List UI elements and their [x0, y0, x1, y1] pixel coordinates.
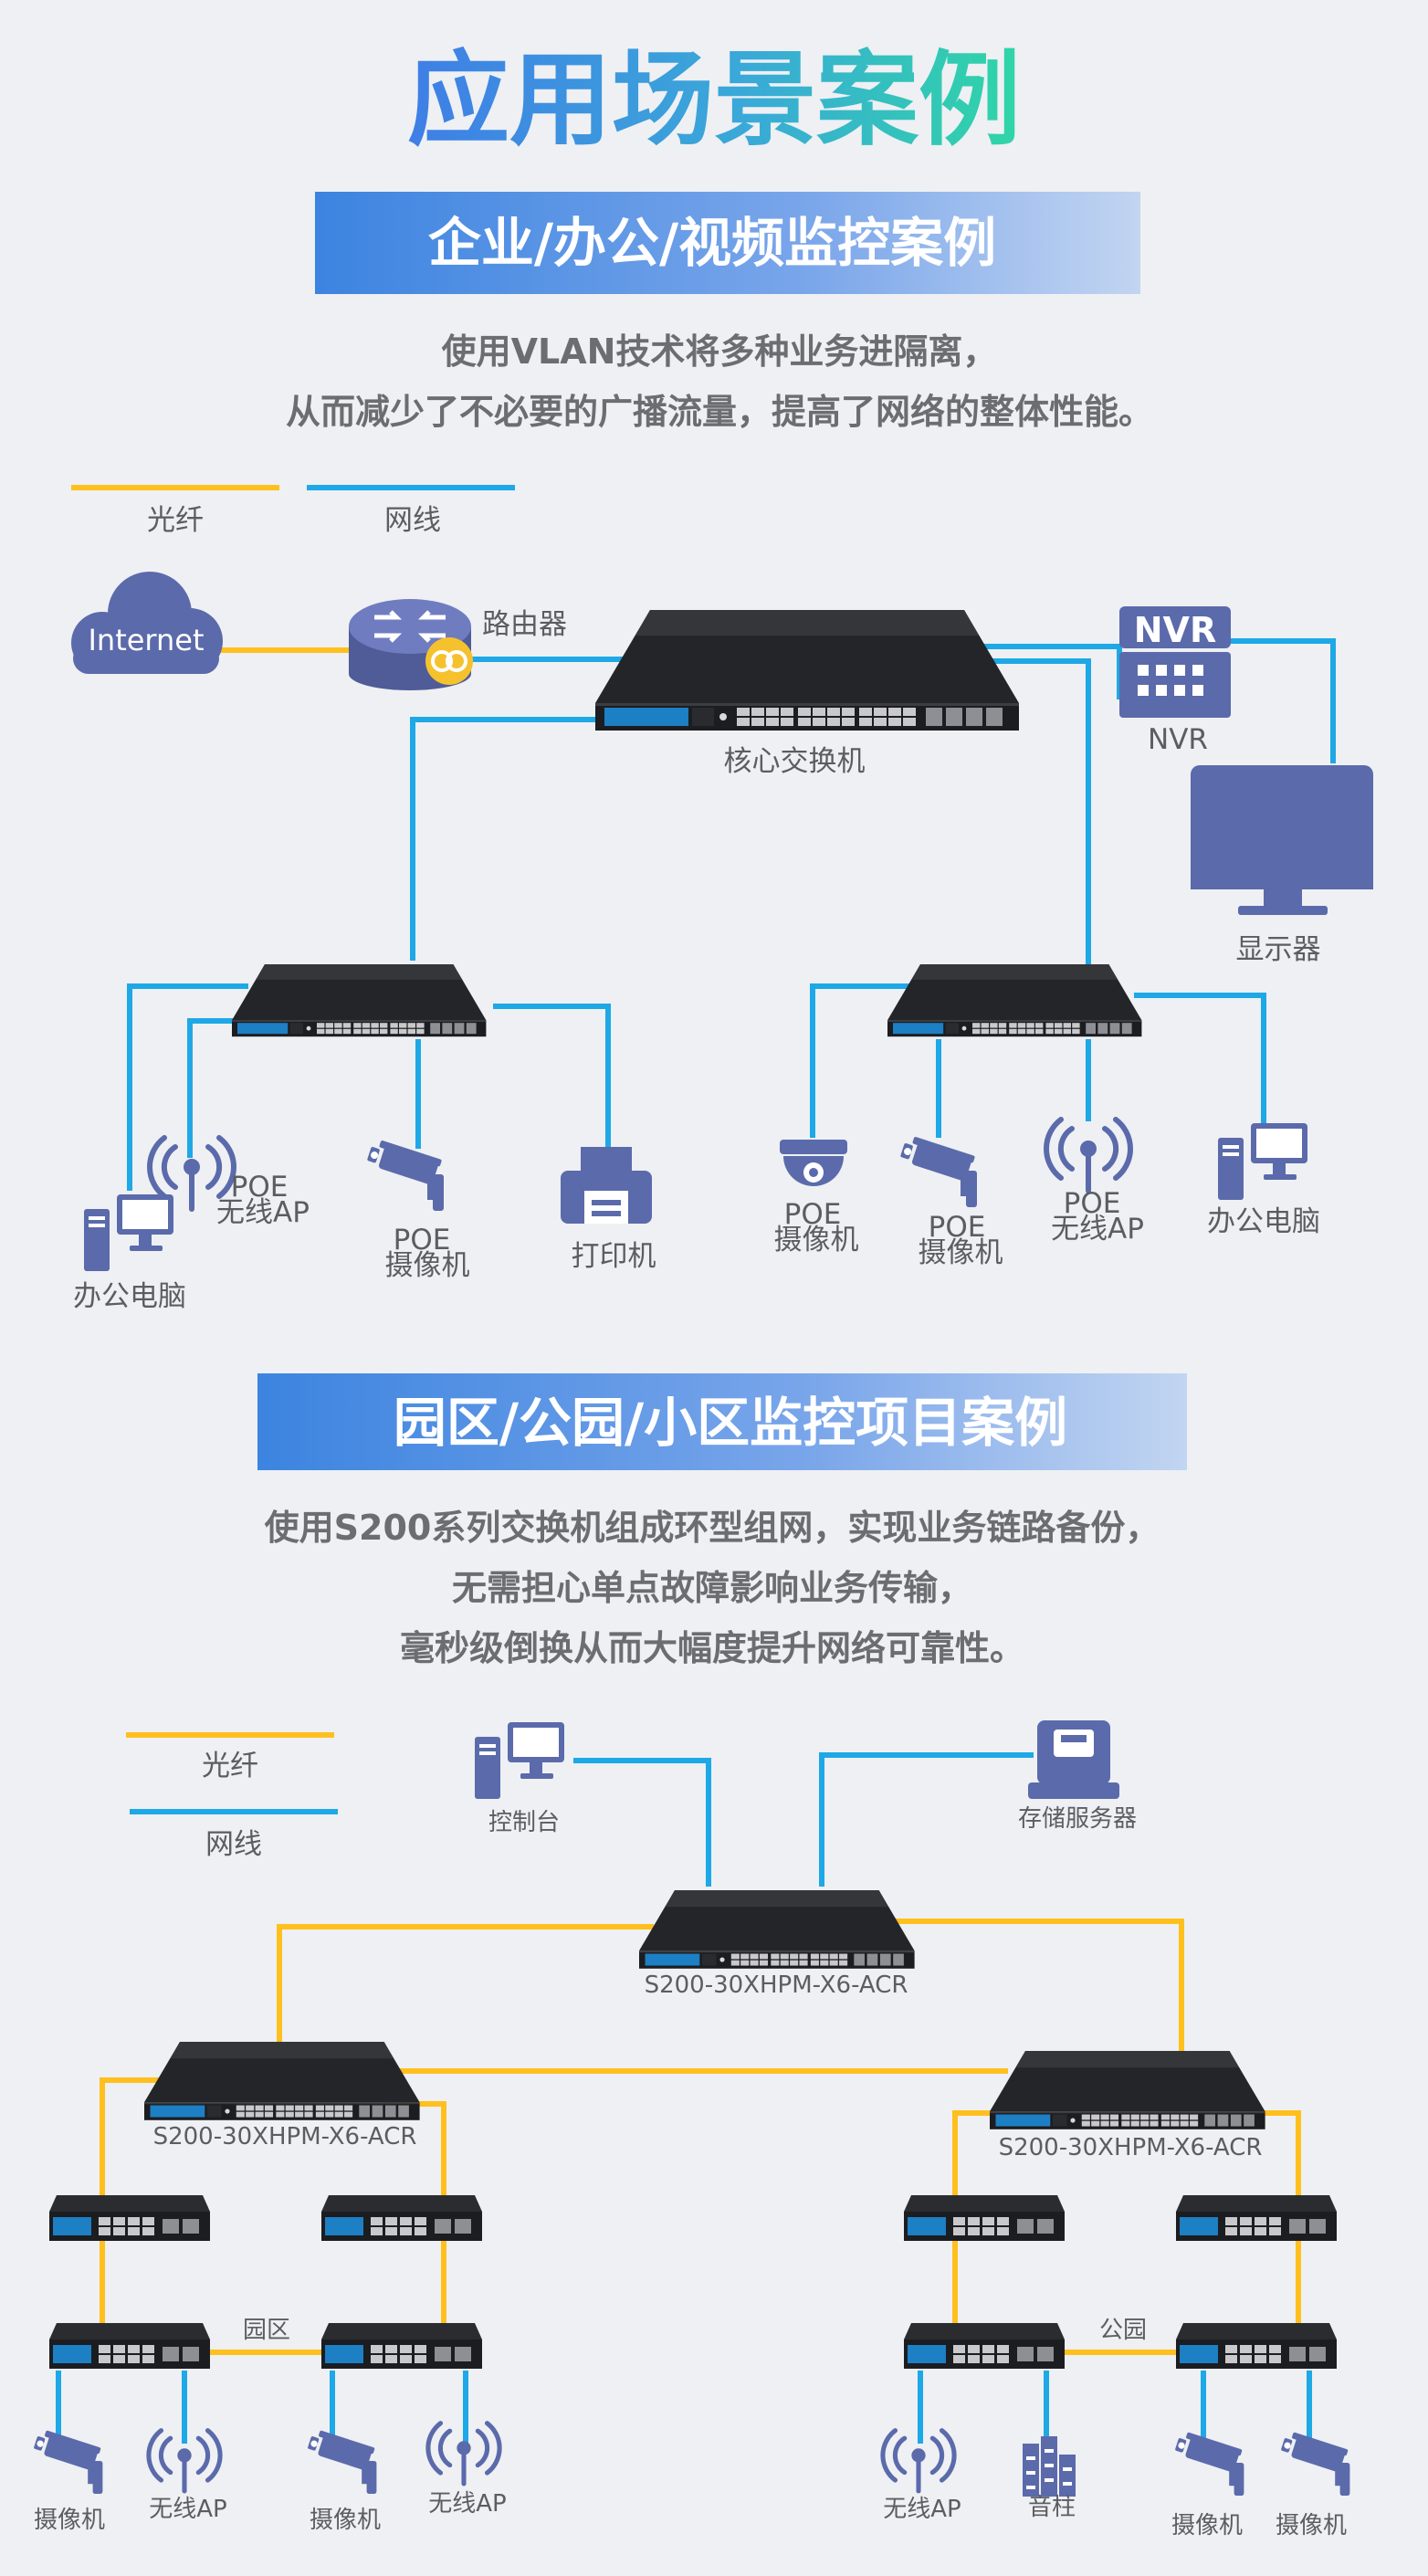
left-office-pc-icon	[84, 1194, 173, 1271]
park-switch-bottom-right	[1176, 2323, 1337, 2369]
left-ring-switch-icon	[144, 2042, 420, 2120]
access-switch-left-icon	[232, 964, 487, 1037]
left-poe-camera-label-2: 摄像机	[385, 1249, 470, 1282]
right-ring-switch-label: S200-30XHPM-X6-ACR	[999, 2134, 1263, 2161]
console-label: 控制台	[488, 1809, 560, 1836]
park-camera-1-icon	[1173, 2430, 1244, 2496]
left-poe-camera-icon	[365, 1138, 444, 1211]
bottom-label-5: 无线AP	[883, 2496, 961, 2523]
right-ap-label-1: POE	[1064, 1187, 1121, 1220]
bottom-label-2: 无线AP	[149, 2496, 226, 2523]
park-switch-top-right	[1176, 2195, 1337, 2241]
legend-cable-label: 网线	[384, 504, 441, 537]
left-ap-label-2: 无线AP	[216, 1196, 310, 1229]
legend-fiber-label: 光纤	[147, 504, 204, 537]
bottom-label-7: 摄像机	[1171, 2512, 1243, 2539]
campus-label: 园区	[243, 2317, 290, 2344]
campus-camera-1-icon	[32, 2428, 103, 2494]
legend2-fiber-label: 光纤	[202, 1750, 258, 1782]
page-title: 应用场景案例	[407, 41, 1021, 160]
legend2-cable-label: 网线	[205, 1828, 262, 1861]
dome-camera-label-2: 摄像机	[774, 1224, 859, 1256]
right-ap-icon	[1046, 1120, 1130, 1191]
campus-switch-bottom-right	[321, 2323, 482, 2369]
bottom-label-6: 音柱	[1028, 2494, 1076, 2521]
bottom-label-3: 摄像机	[310, 2507, 381, 2534]
right-poe-camera-icon	[898, 1134, 977, 1207]
nvr-badge-text: NVR	[1134, 610, 1216, 650]
speaker-column-icon	[1023, 2436, 1076, 2497]
section1-desc-line2: 从而减少了不必要的广播流量，提高了网络的整体性能。	[286, 392, 1153, 432]
left-poe-camera-label-1: POE	[394, 1224, 451, 1256]
dome-camera-icon	[780, 1140, 847, 1186]
nvr-icon	[1119, 606, 1231, 718]
storage-server-icon	[1028, 1720, 1119, 1799]
left-ap-label-1: POE	[231, 1171, 289, 1204]
section2-banner-text: 园区/公园/小区监控项目案例	[394, 1392, 1067, 1454]
right-poe-camera-label-1: POE	[929, 1211, 986, 1244]
nvr-label: NVR	[1148, 723, 1208, 756]
section2-desc-line3: 毫秒级倒换从而大幅度提升网络可靠性。	[400, 1628, 1024, 1668]
campus-switch-bottom-left	[49, 2323, 210, 2369]
top-ring-switch-icon	[639, 1890, 915, 1969]
park-switch-top-left	[904, 2195, 1065, 2241]
router-label: 路由器	[482, 608, 567, 641]
section2-desc-line2: 无需担心单点故障影响业务传输，	[452, 1568, 972, 1608]
console-pc-icon	[475, 1722, 564, 1799]
right-office-pc-label: 办公电脑	[1207, 1205, 1320, 1238]
park-label: 公园	[1099, 2317, 1147, 2344]
monitor-label: 显示器	[1236, 933, 1321, 966]
park-camera-2-icon	[1279, 2430, 1350, 2496]
campus-camera-2-icon	[306, 2428, 377, 2494]
top-ring-switch-label: S200-30XHPM-X6-ACR	[645, 1971, 908, 1999]
printer-label: 打印机	[572, 1240, 656, 1273]
left-office-pc-label: 办公电脑	[73, 1280, 186, 1313]
router-icon	[349, 599, 473, 690]
monitor-icon	[1191, 765, 1373, 915]
section1-banner	[315, 192, 1140, 294]
internet-cloud-icon	[71, 572, 223, 674]
internet-label: Internet	[88, 623, 204, 657]
section2-desc-line1: 使用S200系列交换机组成环型组网，实现业务链路备份，	[265, 1508, 1160, 1548]
bottom-label-4: 无线AP	[428, 2490, 506, 2518]
printer-icon	[561, 1147, 652, 1224]
core-switch-label: 核心交换机	[724, 745, 866, 778]
park-switch-bottom-left	[904, 2323, 1065, 2369]
dome-camera-label-1: POE	[784, 1198, 842, 1231]
right-ring-switch-icon	[990, 2051, 1265, 2129]
section1-links	[127, 638, 1336, 1191]
section2-banner	[257, 1373, 1187, 1470]
section1-banner-text: 企业/办公/视频监控案例	[428, 212, 996, 274]
core-switch-icon	[595, 610, 1019, 731]
left-ring-switch-label: S200-30XHPM-X6-ACR	[153, 2123, 417, 2150]
bottom-label-8: 摄像机	[1276, 2512, 1347, 2539]
storage-label: 存储服务器	[1018, 1805, 1137, 1833]
campus-switch-top-left	[49, 2195, 210, 2241]
campus-switch-top-right	[321, 2195, 482, 2241]
right-office-pc-icon	[1218, 1123, 1307, 1200]
right-poe-camera-label-2: 摄像机	[919, 1236, 1003, 1269]
bottom-label-1: 摄像机	[34, 2507, 105, 2534]
right-ap-label-2: 无线AP	[1051, 1213, 1144, 1246]
access-switch-right-icon	[887, 964, 1142, 1037]
section1-desc-line1: 使用VLAN技术将多种业务进隔离，	[442, 331, 998, 372]
